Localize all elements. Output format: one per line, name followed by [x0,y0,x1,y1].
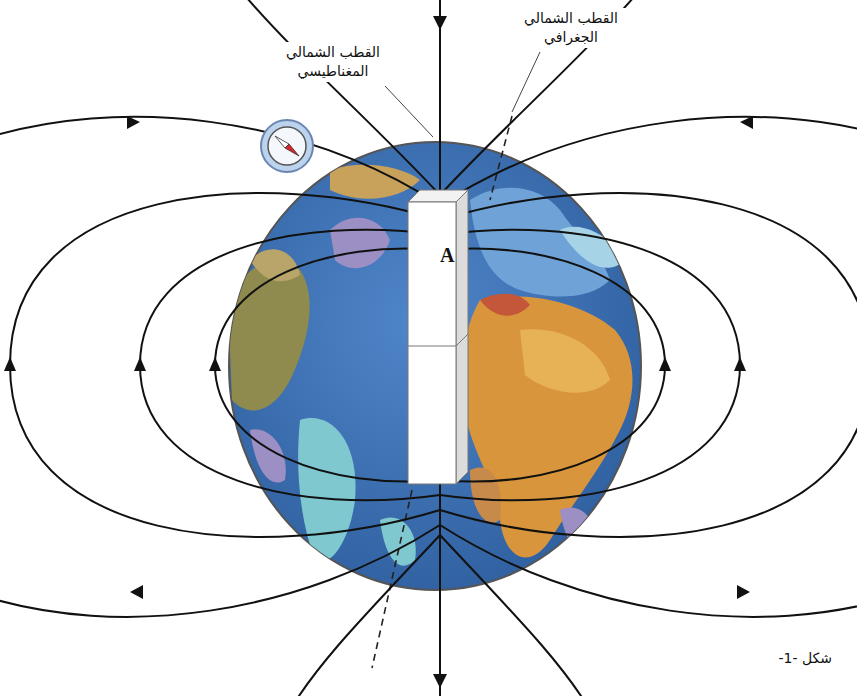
pole-letter: A [440,244,454,267]
bar-magnet: A [404,188,472,488]
pole-label: القطب الشمالي المغناطيسي [270,42,396,82]
compass [261,120,313,172]
figure-caption: شكل -1- [775,648,835,669]
magnet-prism [404,188,472,488]
pole-label: القطب الشمالي الجغرافي [513,8,629,48]
